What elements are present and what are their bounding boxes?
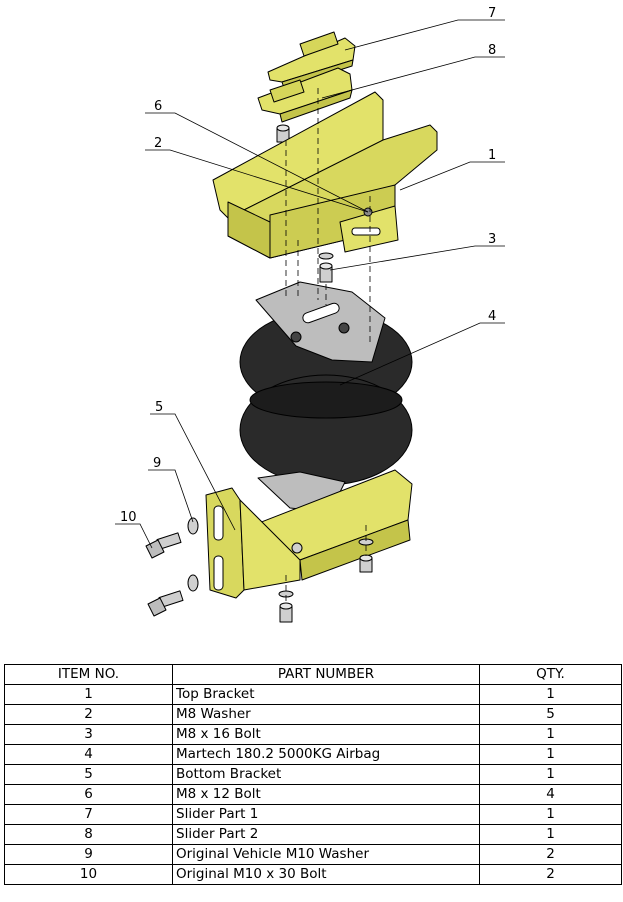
col-header-qty: QTY. <box>479 664 622 685</box>
qty: 1 <box>479 724 622 745</box>
callout-8: 8 <box>488 43 496 58</box>
callout-2: 2 <box>154 136 162 151</box>
bottom-bracket <box>205 469 413 599</box>
col-header-item-no: ITEM NO. <box>4 664 173 685</box>
qty: 2 <box>479 864 622 885</box>
slider-part-2 <box>257 67 353 123</box>
item-no: 6 <box>4 784 173 805</box>
m8-washer-and-bolt <box>318 252 334 283</box>
part-number: M8 x 12 Bolt <box>172 784 480 805</box>
item-no: 5 <box>4 764 173 785</box>
airbag <box>239 281 413 513</box>
callout-6: 6 <box>154 99 162 114</box>
callout-4: 4 <box>488 309 496 324</box>
top-bracket <box>212 91 438 259</box>
exploded-assembly-drawing: 7 8 6 2 1 3 4 5 9 10 <box>115 6 505 623</box>
item-no: 2 <box>4 704 173 725</box>
callout-3: 3 <box>488 232 496 247</box>
callout-10: 10 <box>120 510 137 525</box>
item-no: 4 <box>4 744 173 765</box>
part-number: M8 x 16 Bolt <box>172 724 480 745</box>
qty: 2 <box>479 844 622 865</box>
m10-washers <box>187 517 199 592</box>
part-number: M8 Washer <box>172 704 480 725</box>
callout-5: 5 <box>155 400 163 415</box>
part-number: Slider Part 1 <box>172 804 480 825</box>
part-number: Top Bracket <box>172 684 480 705</box>
m10-bolts <box>145 532 184 617</box>
item-no: 8 <box>4 824 173 845</box>
callout-9: 9 <box>153 456 161 471</box>
item-no: 10 <box>4 864 173 885</box>
qty: 1 <box>479 684 622 705</box>
part-number: Bottom Bracket <box>172 764 480 785</box>
part-number: Original Vehicle M10 Washer <box>172 844 480 865</box>
item-no: 1 <box>4 684 173 705</box>
part-number: Original M10 x 30 Bolt <box>172 864 480 885</box>
item-no: 3 <box>4 724 173 745</box>
qty: 1 <box>479 764 622 785</box>
qty: 5 <box>479 704 622 725</box>
callout-1: 1 <box>488 148 496 163</box>
bom-header-row: ITEM NO. PART NUMBER QTY. <box>4 664 622 685</box>
qty: 1 <box>479 824 622 845</box>
part-number: Martech 180.2 5000KG Airbag <box>172 744 480 765</box>
qty: 4 <box>479 784 622 805</box>
item-no: 7 <box>4 804 173 825</box>
qty: 1 <box>479 804 622 825</box>
part-number: Slider Part 2 <box>172 824 480 845</box>
callout-7: 7 <box>488 6 496 21</box>
qty: 1 <box>479 744 622 765</box>
item-no: 9 <box>4 844 173 865</box>
slider-part-1 <box>267 31 356 89</box>
col-header-part-number: PART NUMBER <box>172 664 480 685</box>
